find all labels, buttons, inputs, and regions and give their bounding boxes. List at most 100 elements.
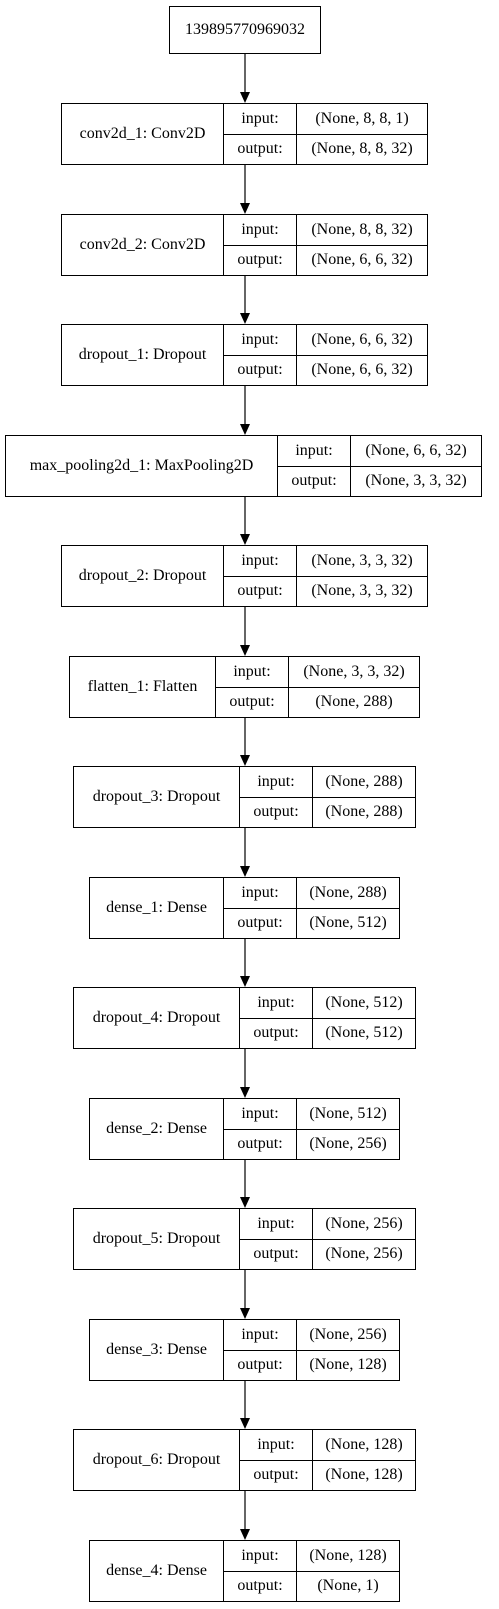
output-shape: (None, 128) bbox=[309, 1356, 387, 1374]
edge-arrow bbox=[240, 1270, 250, 1319]
output-shape: (None, 6, 6, 32) bbox=[311, 251, 413, 269]
layer-name: conv2d_1: Conv2D bbox=[62, 104, 224, 164]
output-label: output: bbox=[237, 140, 283, 158]
layer-name: dropout_2: Dropout bbox=[62, 546, 224, 606]
layer-name: conv2d_2: Conv2D bbox=[62, 215, 224, 275]
input-label: input: bbox=[216, 657, 288, 688]
input-shape: (None, 256) bbox=[313, 1209, 415, 1240]
input-label: input: bbox=[240, 1209, 312, 1240]
layer-name: dense_3: Dense bbox=[90, 1320, 224, 1380]
output-label: output: bbox=[237, 582, 283, 600]
io-label-column: input:output: bbox=[278, 436, 351, 496]
output-shape: (None, 8, 8, 32) bbox=[311, 140, 413, 158]
io-value-column: (None, 6, 6, 32) (None, 6, 6, 32) bbox=[297, 325, 427, 385]
input-shape: (None, 3, 3, 32) bbox=[297, 546, 427, 577]
input-shape: (None, 256) bbox=[297, 1320, 399, 1351]
io-label-column: input:output: bbox=[240, 988, 313, 1048]
output-shape: (None, 256) bbox=[309, 1135, 387, 1153]
output-label: output: bbox=[237, 1577, 283, 1595]
io-value-column: (None, 8, 8, 1)(None, 8, 8, 32) bbox=[297, 104, 427, 164]
input-node: 139895770969032 bbox=[169, 6, 321, 54]
output-label: output: bbox=[229, 693, 275, 711]
layer-name: dense_1: Dense bbox=[90, 878, 224, 938]
io-value-column: (None, 512)(None, 512) bbox=[313, 988, 415, 1048]
io-value-column: (None, 3, 3, 32) (None, 3, 3, 32) bbox=[297, 546, 427, 606]
output-shape: (None, 288) bbox=[315, 693, 393, 711]
io-value-column: (None, 288) (None, 288) bbox=[313, 767, 415, 827]
output-shape: (None, 3, 3, 32) bbox=[311, 582, 413, 600]
output-label: output: bbox=[237, 251, 283, 269]
layer-name: max_pooling2d_1: MaxPooling2D bbox=[6, 436, 278, 496]
output-shape: (None, 128) bbox=[325, 1466, 403, 1484]
io-label-column: input: output: bbox=[224, 546, 297, 606]
io-label-column: input: output: bbox=[240, 1209, 313, 1269]
layer-name: dense_4: Dense bbox=[90, 1541, 224, 1601]
input-shape: (None, 512) bbox=[313, 988, 415, 1019]
edge-arrow bbox=[240, 1049, 250, 1098]
output-shape: (None, 1) bbox=[317, 1577, 379, 1595]
io-label-column: input: output: bbox=[216, 657, 289, 717]
layer-name: flatten_1: Flatten bbox=[70, 657, 216, 717]
io-value-column: (None, 256) (None, 256) bbox=[313, 1209, 415, 1269]
output-shape: (None, 6, 6, 32) bbox=[311, 361, 413, 379]
input-node-label: 139895770969032 bbox=[185, 21, 305, 38]
input-label: input: bbox=[224, 1320, 296, 1351]
output-shape: (None, 288) bbox=[325, 803, 403, 821]
output-shape: (None, 256) bbox=[325, 1245, 403, 1263]
input-shape: (None, 512) bbox=[297, 1099, 399, 1130]
io-label-column: input:output: bbox=[240, 1430, 313, 1490]
edge-arrow bbox=[240, 276, 250, 324]
edge-arrow bbox=[240, 1381, 250, 1429]
input-label: input: bbox=[224, 546, 296, 577]
edge-arrow bbox=[240, 386, 250, 435]
input-shape: (None, 6, 6, 32) bbox=[297, 325, 427, 356]
io-value-column: (None, 6, 6, 32) (None, 3, 3, 32) bbox=[351, 436, 481, 496]
edge-arrow bbox=[240, 54, 250, 103]
io-value-column: (None, 128)(None, 128) bbox=[313, 1430, 415, 1490]
output-shape: (None, 512) bbox=[309, 914, 387, 932]
input-shape: (None, 3, 3, 32) bbox=[289, 657, 419, 688]
input-shape: (None, 128) bbox=[297, 1541, 399, 1572]
input-label: input: bbox=[224, 325, 296, 356]
input-shape: (None, 288) bbox=[313, 767, 415, 798]
io-label-column: input: output: bbox=[224, 325, 297, 385]
output-shape: (None, 3, 3, 32) bbox=[365, 472, 467, 490]
input-label: input: bbox=[240, 988, 312, 1019]
edge-arrow bbox=[240, 607, 250, 656]
io-label-column: input: output: bbox=[224, 104, 297, 164]
output-label: output: bbox=[253, 1245, 299, 1263]
edge-arrow bbox=[240, 718, 250, 766]
io-value-column: (None, 8, 8, 32)(None, 6, 6, 32) bbox=[297, 215, 427, 275]
layer-name: dropout_4: Dropout bbox=[74, 988, 240, 1048]
input-shape: (None, 6, 6, 32) bbox=[351, 436, 481, 467]
output-label: output: bbox=[237, 361, 283, 379]
output-label: output: bbox=[291, 472, 337, 490]
edge-arrow bbox=[240, 165, 250, 214]
io-label-column: input:output: bbox=[240, 767, 313, 827]
io-label-column: input:output: bbox=[224, 878, 297, 938]
output-label: output: bbox=[237, 1135, 283, 1153]
io-value-column: (None, 512) (None, 256) bbox=[297, 1099, 399, 1159]
input-label: input: bbox=[224, 104, 296, 135]
layer-name: dropout_3: Dropout bbox=[74, 767, 240, 827]
io-label-column: input:output: bbox=[224, 1320, 297, 1380]
layer-name: dropout_5: Dropout bbox=[74, 1209, 240, 1269]
edge-arrow bbox=[240, 1491, 250, 1540]
layer-name: dropout_1: Dropout bbox=[62, 325, 224, 385]
input-label: input: bbox=[224, 1099, 296, 1130]
io-value-column: (None, 128) (None, 1) bbox=[297, 1541, 399, 1601]
output-label: output: bbox=[253, 803, 299, 821]
